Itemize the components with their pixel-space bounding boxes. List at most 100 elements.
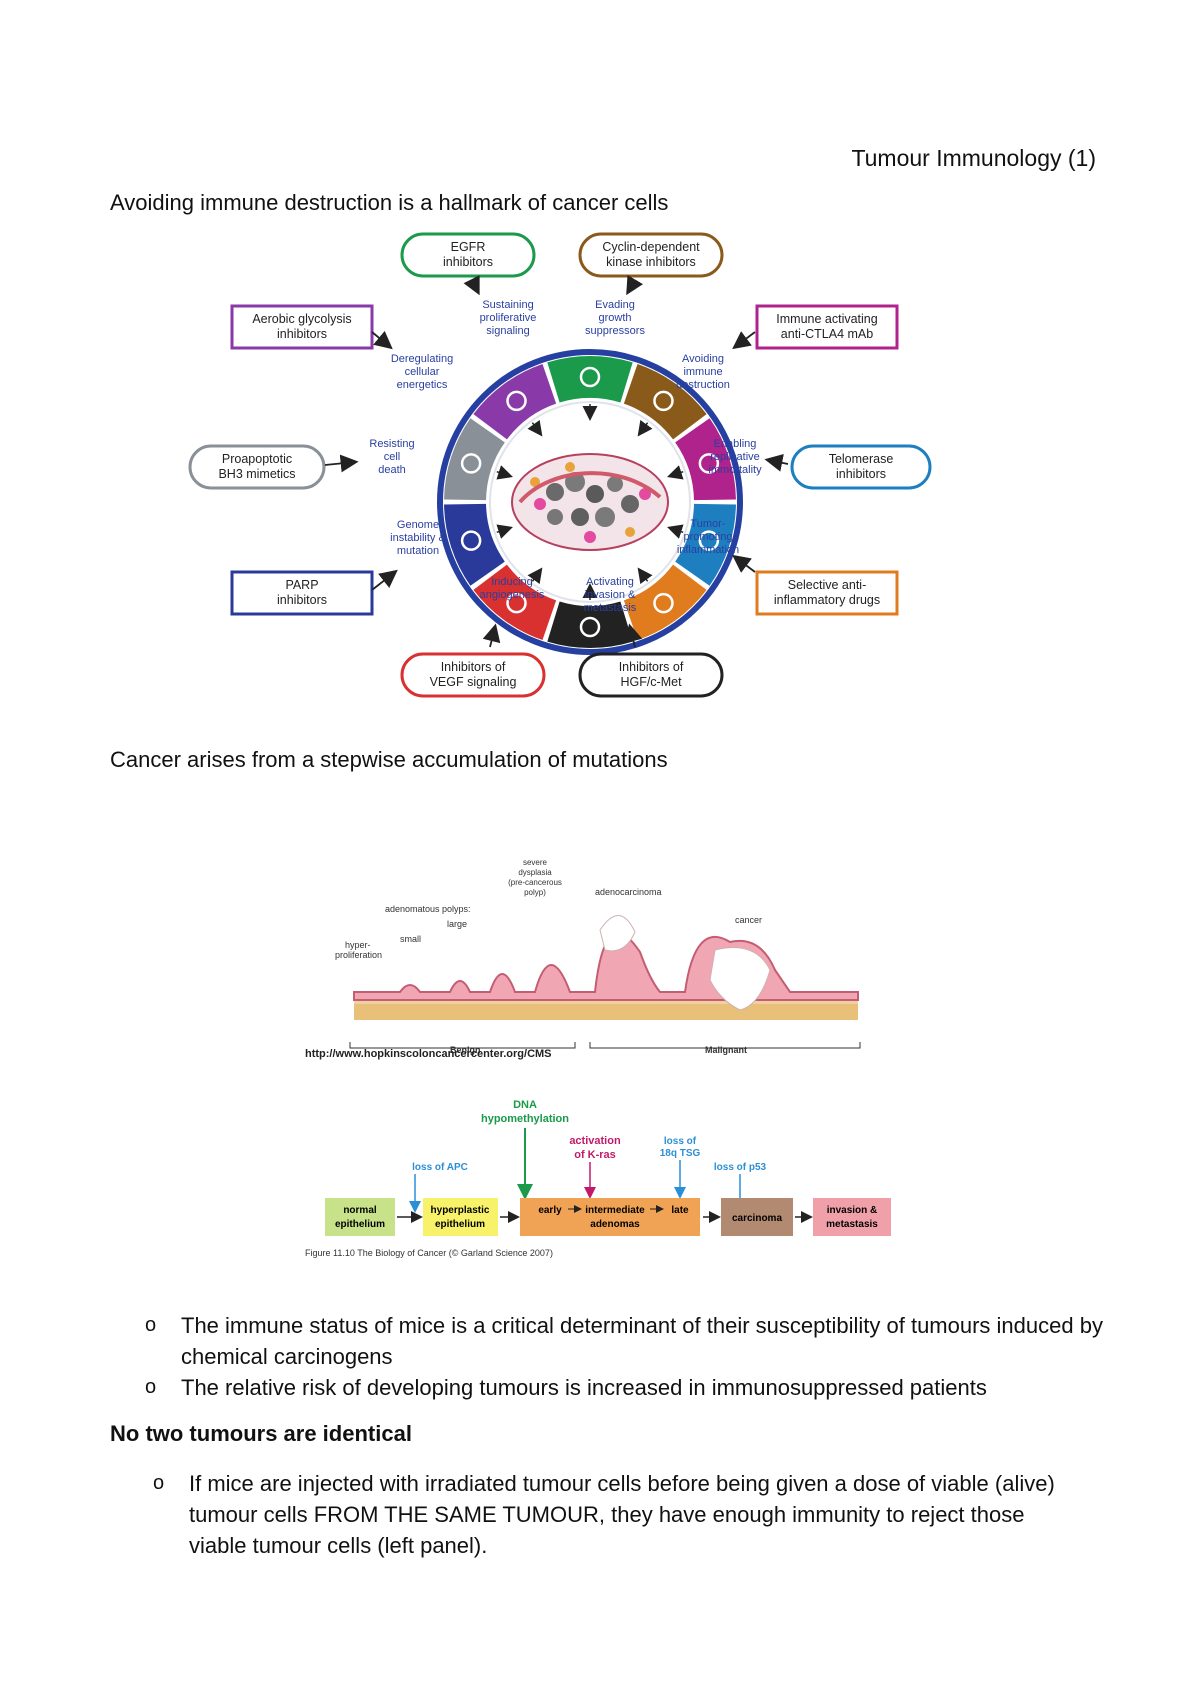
label-small: small	[400, 934, 421, 944]
label-adenomatous: adenomatous polyps:	[385, 904, 471, 914]
segment-genome	[444, 503, 505, 586]
hallmark-label-inducing: Inducing	[491, 576, 533, 588]
box-carcinoma	[721, 1198, 793, 1236]
drug-label-ctla4: anti-CTLA4 mAb	[781, 327, 873, 341]
hallmark-label-evading: Evading	[595, 299, 635, 311]
colon-wall-muscle	[354, 1002, 858, 1020]
deregulating-icon	[506, 390, 527, 412]
hallmark-label-evading: suppressors	[585, 325, 645, 337]
hallmark-label-inducing: angiogenesis	[480, 589, 545, 601]
hallmark-label-genome: instability &	[390, 532, 446, 544]
hallmark-label-deregulating: Deregulating	[391, 353, 453, 365]
hallmark-label-activating: invasion &	[585, 589, 636, 601]
label-loss-of: loss of	[664, 1136, 697, 1147]
drug-label-ctla4: Immune activating	[776, 312, 877, 326]
hallmark-label-genome: mutation	[397, 545, 439, 557]
svg-text:late: late	[671, 1205, 689, 1216]
label-dna: DNA	[513, 1099, 537, 1111]
hallmark-label-enabling: replicative	[710, 451, 760, 463]
drug-label-egfr: inhibitors	[443, 255, 493, 269]
hallmark-label-tumor: Tumor-	[690, 518, 725, 530]
hallmark-label-resisting: death	[378, 464, 406, 476]
section-heading-mutations: Cancer arises from a stepwise accumulati…	[110, 747, 668, 772]
drug-label-egfr: EGFR	[451, 240, 486, 254]
hallmark-label-sustaining: proliferative	[480, 312, 537, 324]
hallmark-label-genome: Genome	[397, 519, 439, 531]
drug-label-telomerase: Telomerase	[829, 452, 894, 466]
hallmark-label-deregulating: cellular	[405, 366, 440, 378]
segment-avoiding	[675, 418, 736, 501]
resisting-icon	[460, 453, 482, 474]
drug-label-vegf: Inhibitors of	[441, 660, 506, 674]
hallmark-label-sustaining: signaling	[486, 325, 529, 337]
svg-text:hyperplastic: hyperplastic	[431, 1205, 490, 1216]
drug-label-parp: inhibitors	[277, 593, 327, 607]
svg-text:early: early	[538, 1205, 562, 1216]
figure-caption: Figure 11.10 The Biology of Cancer (© Ga…	[305, 1248, 553, 1258]
label-loss-apc: loss of APC	[412, 1162, 468, 1173]
label-large: large	[447, 919, 467, 929]
tumour-illustration	[511, 453, 669, 551]
drug-label-telomerase: inhibitors	[836, 467, 886, 481]
segment-sustaining	[547, 356, 633, 403]
drug-label-hgf: Inhibitors of	[619, 660, 684, 674]
label-severe-dysplasia: (pre-cancerous	[508, 878, 562, 887]
section-heading-no-two-tumours: No two tumours are identical	[110, 1421, 412, 1446]
hallmark-label-enabling: Enabling	[714, 438, 757, 450]
svg-text:invasion &: invasion &	[827, 1205, 878, 1216]
hallmark-label-resisting: cell	[384, 451, 401, 463]
hallmark-label-enabling: immortality	[708, 464, 762, 476]
segment-deregulating	[473, 363, 557, 440]
label-loss-p53: loss of p53	[714, 1162, 767, 1173]
drug-label-cdk: Cyclin-dependent	[602, 240, 700, 254]
hallmark-label-avoiding: immune	[683, 366, 722, 378]
bullet-item: If mice are injected with irradiated tum…	[153, 1468, 1083, 1561]
segment-resisting	[444, 418, 505, 501]
sustaining-icon	[579, 366, 601, 388]
hallmark-label-evading: growth	[598, 312, 631, 324]
drug-label-cdk: kinase inhibitors	[606, 255, 696, 269]
label-benign: Benign	[450, 1045, 481, 1055]
drug-box-antiinflam	[755, 570, 899, 616]
genetic-pathway-figure: DNA hypomethylation loss of APC activati…	[305, 1099, 891, 1258]
label-kras: of K-ras	[574, 1149, 616, 1161]
drug-label-glycolysis: inhibitors	[277, 327, 327, 341]
box-invasion-metastasis	[813, 1198, 891, 1236]
inner-arrows	[496, 404, 684, 600]
segment-enabling	[675, 503, 736, 586]
segment-inducing	[473, 564, 557, 641]
label-hyper: hyper-	[345, 940, 371, 950]
hallmark-label-resisting: Resisting	[369, 438, 414, 450]
section-heading-hallmarks: Avoiding immune destruction is a hallmar…	[110, 190, 669, 215]
label-severe-dysplasia: dysplasia	[518, 868, 552, 877]
drug-label-hgf: HGF/c-Met	[620, 675, 682, 689]
label-adenocarcinoma: adenocarcinoma	[595, 887, 662, 897]
hallmark-label-avoiding: destruction	[676, 379, 730, 391]
box-normal-epithelium	[325, 1198, 395, 1236]
drug-box-vegf	[400, 652, 546, 698]
label-18q-tsg: 18q TSG	[660, 1148, 701, 1159]
box-hyperplastic-epithelium	[423, 1198, 498, 1236]
label-severe-dysplasia: polyp)	[524, 888, 546, 897]
inducing-icon	[506, 592, 527, 614]
drug-box-hgf	[578, 652, 724, 698]
activating-icon	[579, 616, 601, 638]
drug-label-antiinflam: Selective anti-	[788, 578, 867, 592]
label-severe-dysplasia: severe	[523, 858, 548, 867]
hallmark-label-tumor: promoting	[684, 531, 733, 543]
drug-label-bh3: BH3 mimetics	[218, 467, 295, 481]
hallmark-label-tumor: inflammation	[677, 544, 739, 556]
hallmark-labels: SustainingproliferativesignalingEvadingg…	[369, 299, 762, 614]
segment-activating	[547, 601, 633, 648]
bullet-list-immune: The immune status of mice is a critical …	[145, 1310, 1105, 1403]
svg-text:epithelium: epithelium	[335, 1219, 385, 1230]
drug-box-parp	[230, 570, 374, 616]
label-activation: activation	[569, 1135, 621, 1147]
svg-text:intermediate: intermediate	[585, 1205, 645, 1216]
svg-text:normal: normal	[343, 1205, 377, 1216]
svg-text:adenomas: adenomas	[590, 1219, 640, 1230]
drug-box-ctla4	[755, 304, 899, 350]
